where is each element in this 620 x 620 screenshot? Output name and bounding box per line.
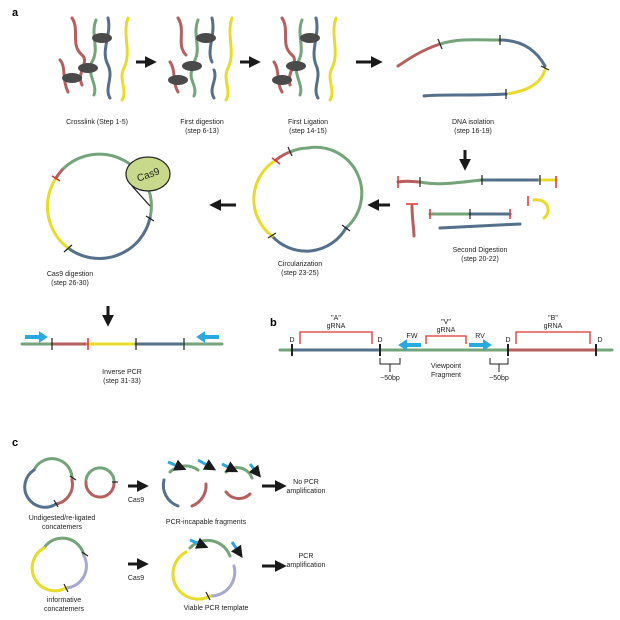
bp-left-label: ~50bp — [380, 375, 400, 382]
inverse-pcr-template — [20, 331, 224, 350]
panel-b-label: b — [270, 317, 277, 329]
viewpoint-label: Fragment — [431, 372, 461, 379]
step-label: (step 31-33) — [103, 378, 141, 385]
step-label: First digestion — [180, 119, 224, 126]
crosslink-chromatin — [58, 16, 130, 102]
undigested-concatemers — [23, 457, 118, 509]
viable-template — [171, 537, 243, 601]
informative-concatemers — [30, 536, 89, 593]
grna-b-label: "B" — [548, 315, 558, 322]
pcr-incapable-fragments — [161, 458, 261, 508]
cas9-circle — [45, 152, 155, 260]
step-label: (step 23-25) — [281, 270, 319, 277]
cas9-protein: Cas9 — [125, 156, 171, 207]
pcr-label: PCR — [299, 553, 314, 560]
step-label: Crosslink (Step 1-5) — [66, 119, 128, 126]
step-label: Inverse PCR — [102, 369, 142, 376]
viewpoint-schematic — [278, 331, 614, 372]
grna-v-label: "V" — [441, 319, 451, 326]
no-pcr-label: No PCR — [293, 479, 319, 486]
ligated-chromatin — [272, 16, 338, 102]
step-label: DNA isolation — [452, 119, 494, 126]
second-digestion-fragments — [396, 175, 558, 238]
step-label: Cas9 digestion — [47, 271, 93, 278]
circularized-dna — [252, 145, 364, 253]
cas9-label-c2: Cas9 — [128, 575, 144, 582]
isolated-dna — [396, 35, 550, 99]
panel-a-label: a — [12, 7, 19, 19]
grna-v-label: gRNA — [437, 327, 456, 334]
digested-chromatin — [168, 16, 234, 102]
bp-right-label: ~50bp — [489, 375, 509, 382]
grna-b-label: gRNA — [544, 323, 563, 330]
step-label: Circularization — [278, 261, 322, 268]
fw-primer-label: FW — [407, 333, 418, 340]
undigested-label: Undigested/re-ligated — [29, 515, 96, 522]
informative-label: informative — [47, 597, 81, 604]
panel-b-labels: "A" gRNA "V" gRNA "B" gRNA D D D D FW RV… — [289, 315, 602, 382]
step-label: (step 14-15) — [289, 128, 327, 135]
panel-c-label: c — [12, 437, 18, 449]
undigested-label: concatemers — [42, 524, 83, 531]
step-label: (step 6-13) — [185, 128, 219, 135]
d-site-label: D — [505, 337, 510, 344]
step-label: First Ligation — [288, 119, 328, 126]
step-label: (step 20-22) — [461, 256, 499, 263]
step-labels-row1: Crosslink (Step 1-5) First digestion (st… — [66, 119, 494, 135]
step-label: (step 16-19) — [454, 128, 492, 135]
cas9-label-c1: Cas9 — [128, 497, 144, 504]
grna-a-label: gRNA — [327, 323, 346, 330]
d-site-label: D — [377, 337, 382, 344]
step-label: (step 26-30) — [51, 280, 89, 287]
incapable-label: PCR-incapable fragments — [166, 519, 247, 526]
rv-primer-label: RV — [475, 333, 485, 340]
viable-label: Viable PCR template — [184, 605, 249, 612]
pcr-label: amplification — [287, 562, 326, 569]
grna-a-label: "A" — [331, 315, 341, 322]
informative-label: concatemers — [44, 606, 85, 613]
d-site-label: D — [289, 337, 294, 344]
d-site-label: D — [597, 337, 602, 344]
step-label: Second Digestion — [453, 247, 508, 254]
no-pcr-label: amplification — [287, 488, 326, 495]
viewpoint-label: Viewpoint — [431, 363, 461, 370]
